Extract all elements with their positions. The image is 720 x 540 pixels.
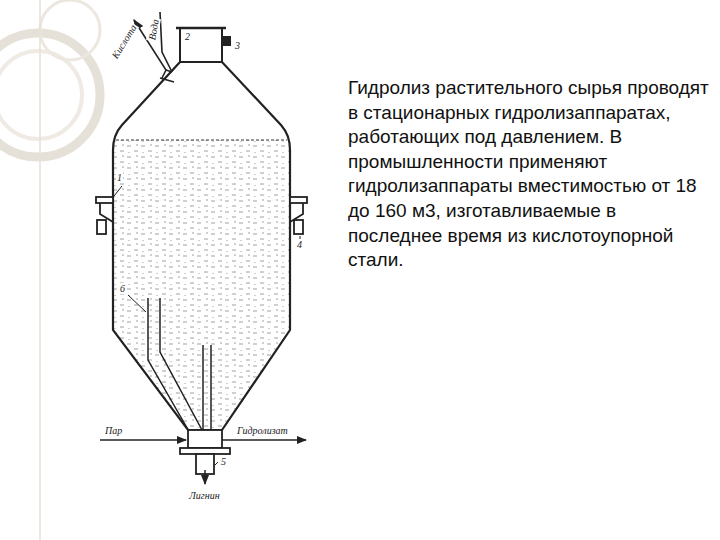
top-neck [180,28,222,62]
vessel-shell [113,62,290,430]
inlet-pipes [134,12,174,82]
lignin-arrow [204,470,206,484]
flow-label: Лигнин [188,490,221,501]
valve-3 [222,36,231,46]
hydrolyzate-arrow [222,439,306,441]
callout-number: 5 [220,456,227,467]
pipe-label: Кислота [109,22,139,62]
slide-decoration [0,0,100,540]
callout-number: 1 [116,172,123,183]
steam-pipes [148,298,211,440]
flow-label: Гидролизат [236,425,289,436]
pipe-label: Вода [146,17,161,42]
callout-number: 2 [184,31,191,42]
steam-arrow [100,439,186,441]
callout-number: 6 [119,283,126,294]
flow-label: Пар [104,425,123,436]
raw-material-fill [110,140,295,440]
bottom-fittings [180,430,230,474]
liquid-level [116,140,287,141]
leader-lines [114,186,300,466]
callout-number: 4 [296,239,303,250]
support-lugs [96,197,307,234]
callout-number: 3 [234,40,241,51]
body-text: Гидролиз растительного сырья проводят в … [348,76,710,273]
